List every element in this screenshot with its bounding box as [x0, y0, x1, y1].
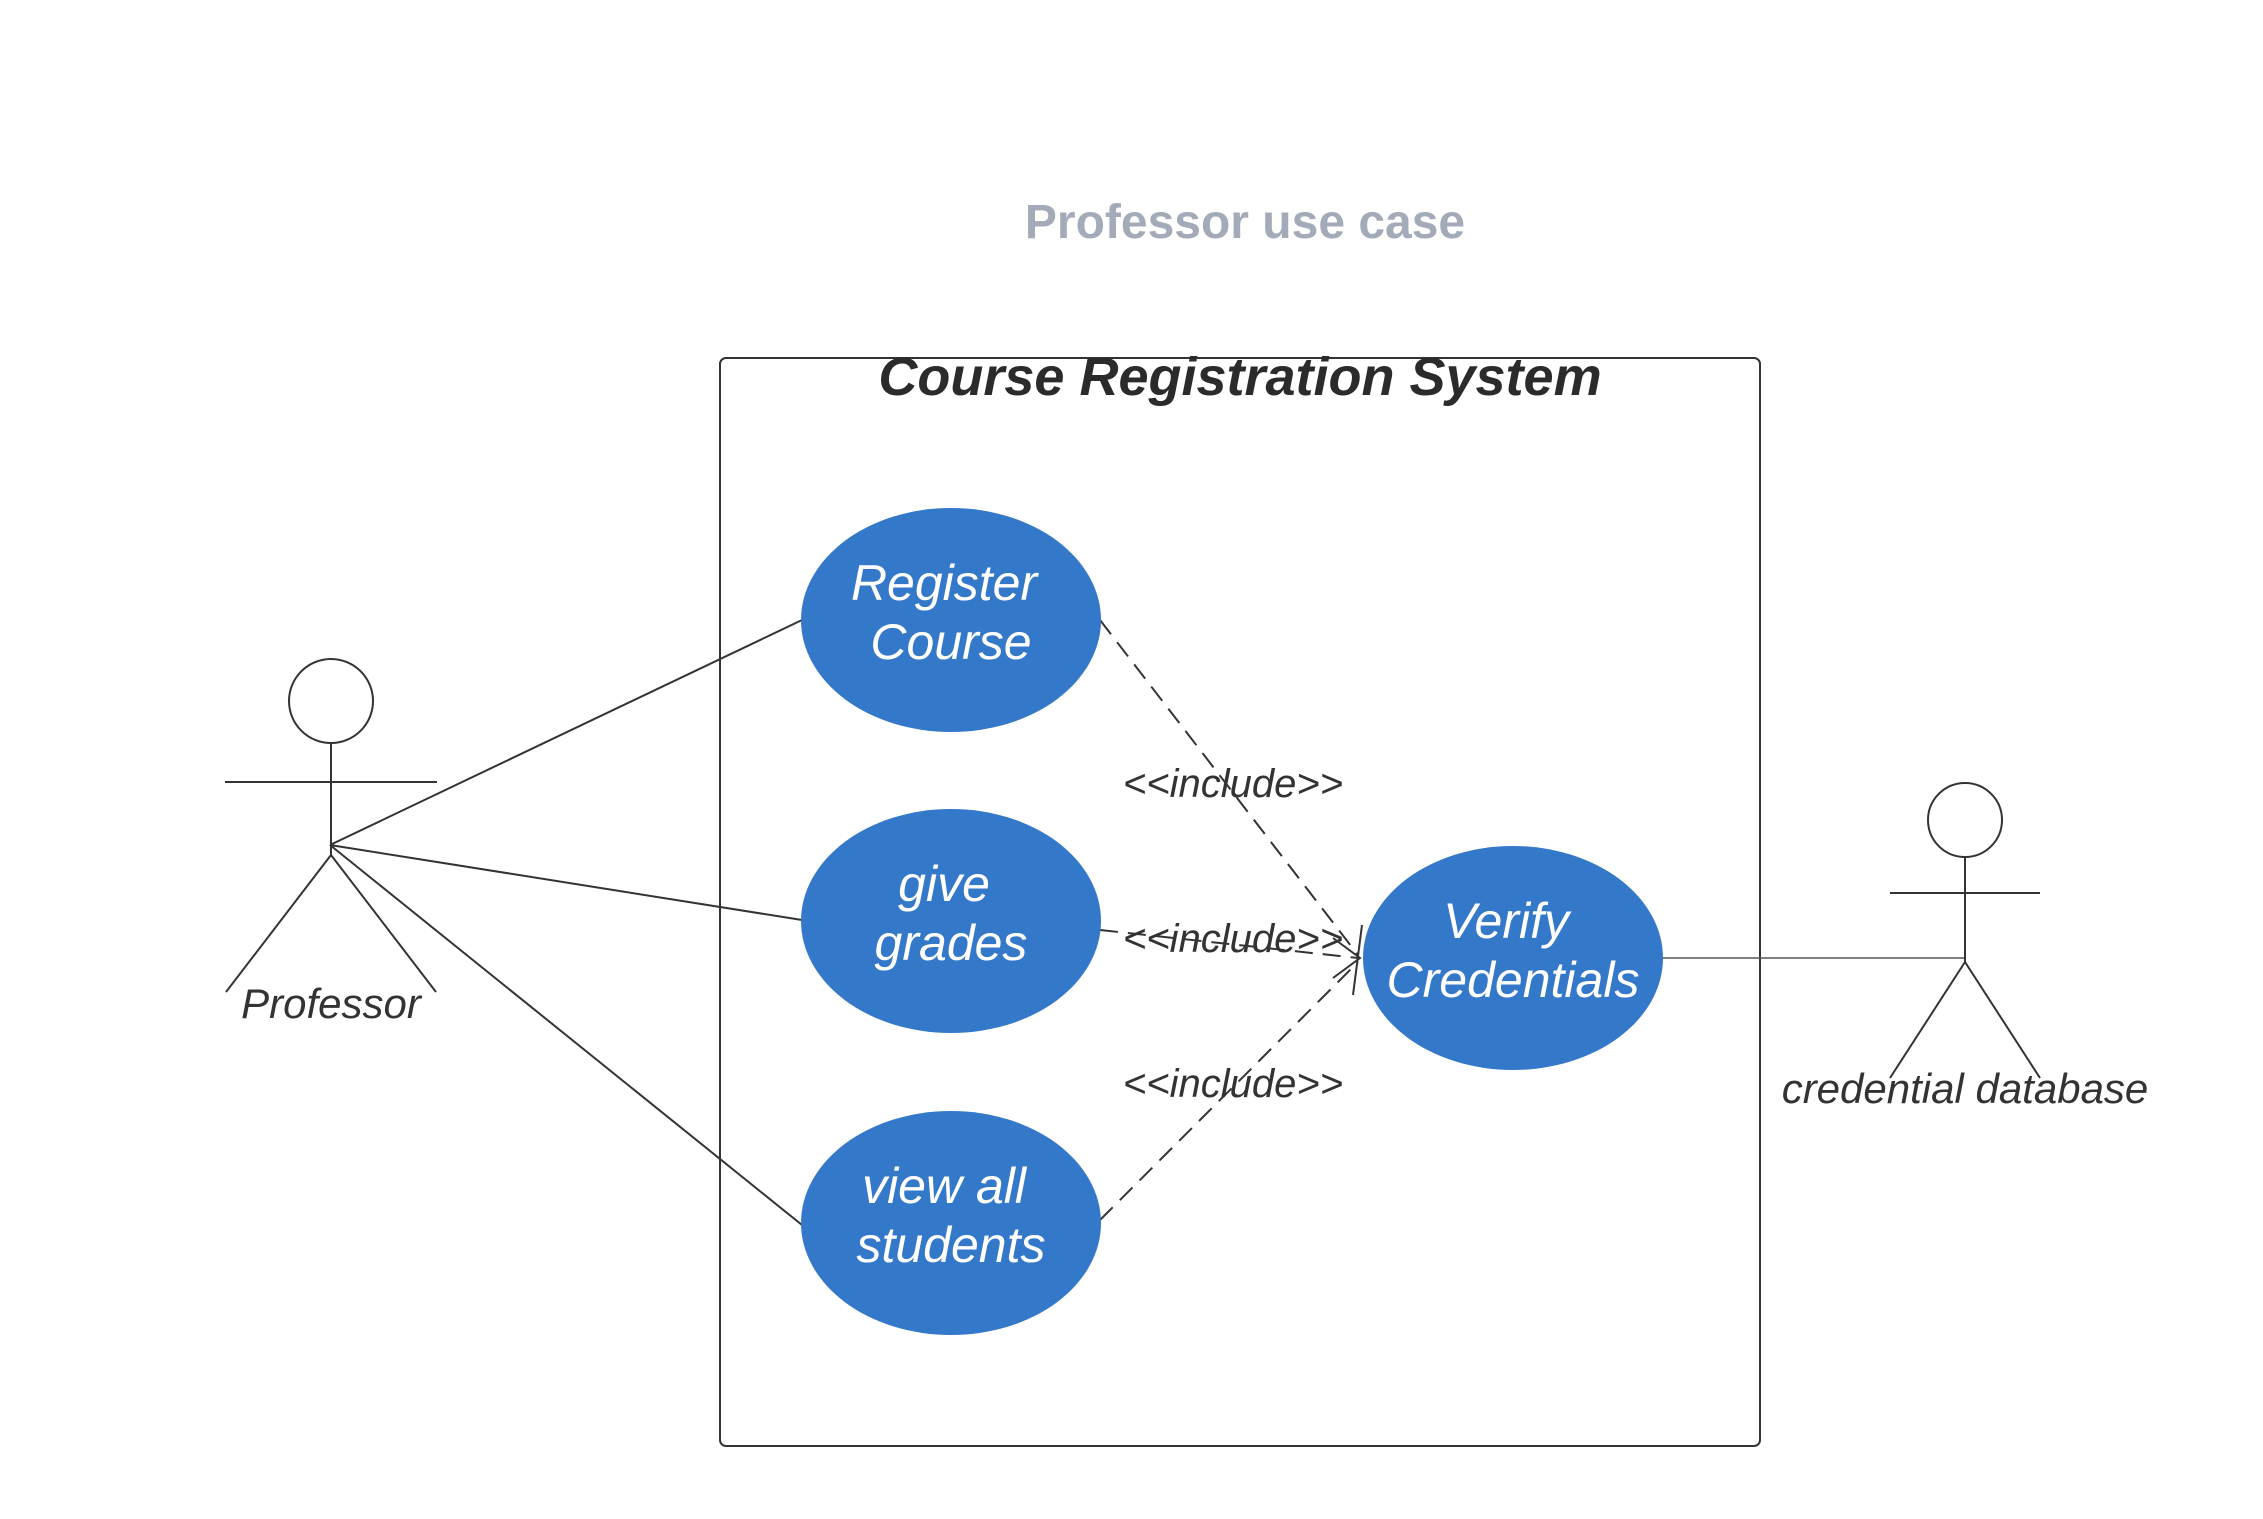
include-label-2: <<include>> [1123, 917, 1343, 961]
association-register-course [329, 619, 803, 846]
association-give-grades [329, 844, 803, 921]
actor-credential-database[interactable]: credential database [1782, 782, 2149, 1112]
actor-leg-left [1889, 961, 1966, 1079]
include-line-view [1099, 961, 1359, 1221]
professor-associations [329, 619, 803, 1226]
system-boundary [719, 357, 1761, 1447]
include-label-1: <<include>> [1123, 762, 1343, 806]
actor-head-icon [1927, 782, 2003, 858]
actor-leg-right [1964, 961, 2041, 1079]
actor-label: Professor [241, 980, 423, 1027]
use-case-register-course[interactable]: Register Course [801, 508, 1101, 732]
include-line-register [1099, 619, 1359, 956]
association-view-all-students [329, 844, 803, 1226]
actor-professor[interactable]: Professor [225, 658, 437, 1027]
use-case-label-line: grades [875, 915, 1028, 971]
use-case-label-line: Course [870, 614, 1031, 670]
use-case-give-grades[interactable]: give grades [801, 809, 1101, 1033]
use-case-label-line: give [898, 856, 990, 912]
use-case-label-line: view all [862, 1158, 1028, 1214]
svg-text:give grades: give grades [875, 856, 1028, 971]
svg-text:Verify Credentials: Verify Credentials [1387, 893, 1640, 1008]
actor-leg-right [330, 854, 437, 993]
use-case-label-line: Verify [1443, 893, 1572, 949]
include-line-grades [1099, 929, 1359, 959]
use-case-label-line: students [856, 1217, 1045, 1273]
actor-label: credential database [1782, 1065, 2149, 1112]
use-case-verify-credentials[interactable]: Verify Credentials [1363, 846, 1663, 1070]
include-arrowhead [1332, 937, 1362, 979]
system-title: Course Registration System [878, 347, 1601, 407]
include-arrow-tick [1352, 924, 1363, 996]
actor-leg-left [225, 854, 332, 993]
page-title: Professor use case [1025, 196, 1465, 249]
svg-text:view all students: view all students [856, 1158, 1045, 1273]
use-case-view-all-students[interactable]: view all students [801, 1111, 1101, 1335]
use-case-label-line: Register [851, 555, 1040, 611]
use-case-label-line: Credentials [1387, 952, 1640, 1008]
actor-head-icon [288, 658, 374, 744]
include-relations [1099, 619, 1363, 1221]
svg-text:Register Course: Register Course [851, 555, 1051, 670]
include-label-3: <<include>> [1123, 1062, 1343, 1106]
